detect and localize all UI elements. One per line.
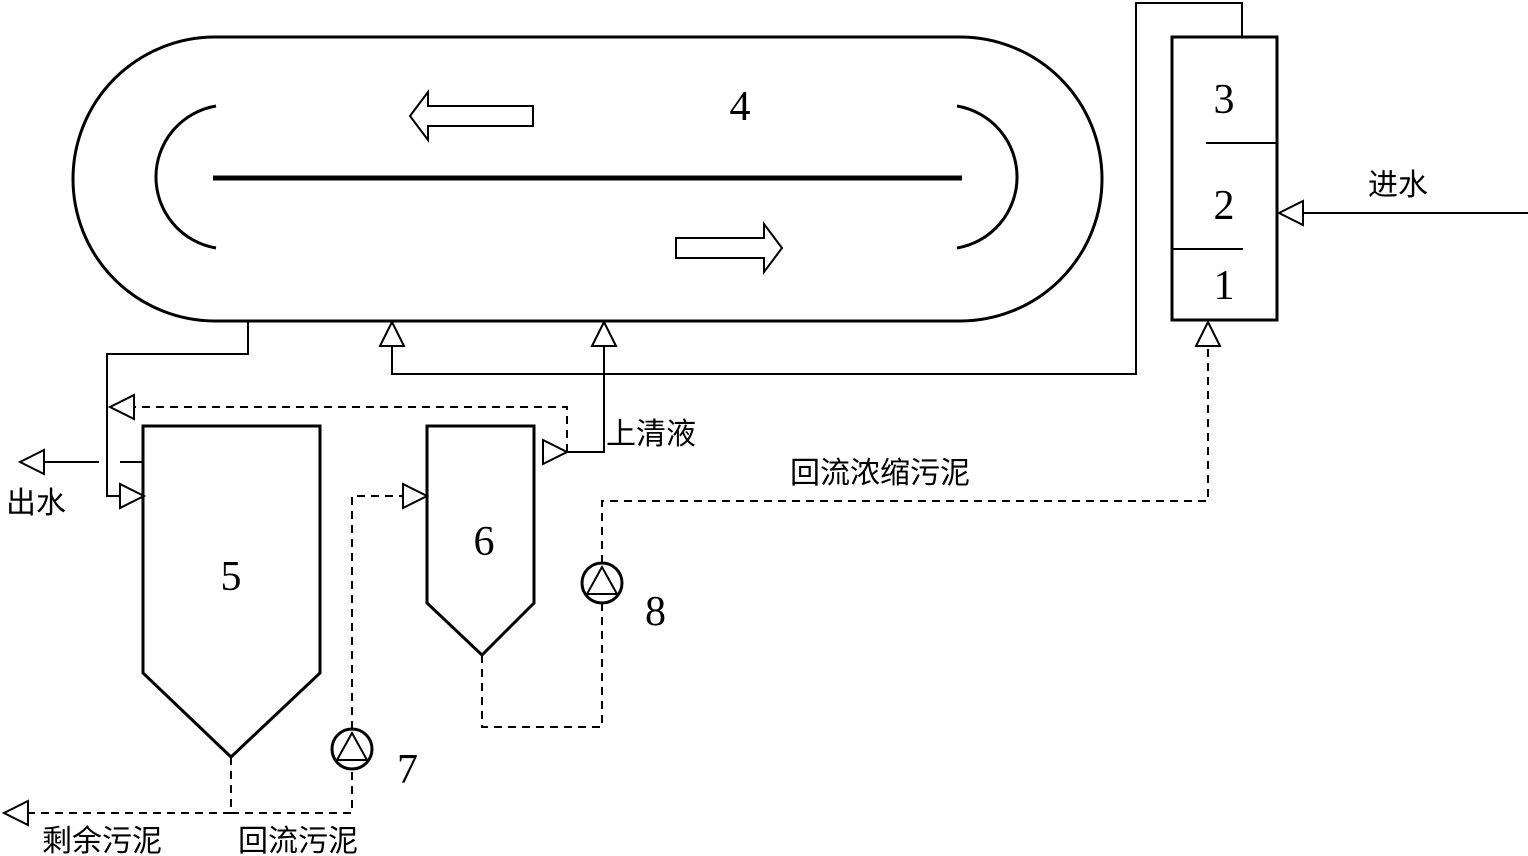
ditch-outline — [71, 35, 1104, 323]
clarifier-underflow-line: 剩余污泥 回流污泥 — [1, 757, 358, 856]
pretreatment-inlet-arrow-icon — [1194, 319, 1222, 347]
secondary-clarifier: 5 — [141, 424, 322, 760]
ditch-inlet-arrow-1-icon — [378, 319, 406, 347]
outflow-label: 出水 — [6, 486, 66, 521]
clarifier-inlet-arrow-icon — [119, 482, 147, 510]
excess-sludge-arrow-icon — [1, 799, 29, 827]
chamber-2-number: 2 — [1214, 183, 1235, 229]
outflow-arrow-icon — [17, 448, 45, 476]
excess-sludge-label: 剩余污泥 — [42, 824, 162, 856]
chamber-3-number: 3 — [1214, 77, 1235, 123]
pump-8-number: 8 — [645, 589, 666, 635]
pump-8-triangle-icon — [585, 564, 619, 595]
ditch-right-baffle — [956, 104, 1019, 250]
supernatant-label: 上清液 — [606, 417, 696, 452]
outflow-line: 出水 — [6, 448, 143, 521]
flow-right-arrow-icon — [675, 221, 784, 275]
return-thickened-sludge-label: 回流浓缩污泥 — [790, 456, 970, 491]
ditch-number: 4 — [730, 84, 751, 130]
inflow-label: 进水 — [1368, 168, 1428, 203]
thickener-underflow-line — [481, 604, 603, 728]
thickener-number: 6 — [474, 519, 495, 565]
pump-8: 8 — [580, 561, 666, 635]
pump-7-number: 7 — [397, 747, 418, 793]
ditch-to-clarifier-line — [106, 321, 249, 510]
return-thickened-sludge-line: 回流浓缩污泥 — [601, 319, 1222, 563]
oxidation-ditch: 4 — [71, 35, 1104, 323]
ditch-inlet-arrow-2-icon — [590, 319, 618, 347]
recycle-to-clarifier-line — [107, 393, 568, 452]
recycle-to-clarifier-arrow-icon — [107, 393, 135, 421]
clarifier-number: 5 — [221, 554, 242, 600]
pretreatment-box — [1170, 35, 1279, 322]
pump-7-to-thickener-line — [351, 482, 430, 729]
flow-left-arrow-icon — [408, 89, 534, 143]
pretreatment-unit: 3 2 1 — [1170, 35, 1279, 322]
pretreatment-to-ditch-line — [378, 2, 1243, 375]
sludge-thickener: 6 — [425, 424, 536, 658]
pump-7: 7 — [330, 727, 418, 793]
clarifier-body — [141, 424, 322, 760]
inflow-arrow-icon — [1276, 199, 1304, 227]
chamber-1-number: 1 — [1214, 263, 1235, 309]
supernatant-line: 上清液 — [542, 346, 696, 466]
pump-7-triangle-icon — [335, 730, 369, 761]
thickener-inlet-arrow-icon — [402, 482, 430, 510]
thickener-body — [425, 424, 536, 658]
return-sludge-label: 回流污泥 — [238, 824, 358, 856]
ditch-left-baffle — [154, 104, 217, 250]
inflow-line: 进水 — [1276, 168, 1528, 227]
supernatant-arrow-icon — [542, 438, 570, 466]
